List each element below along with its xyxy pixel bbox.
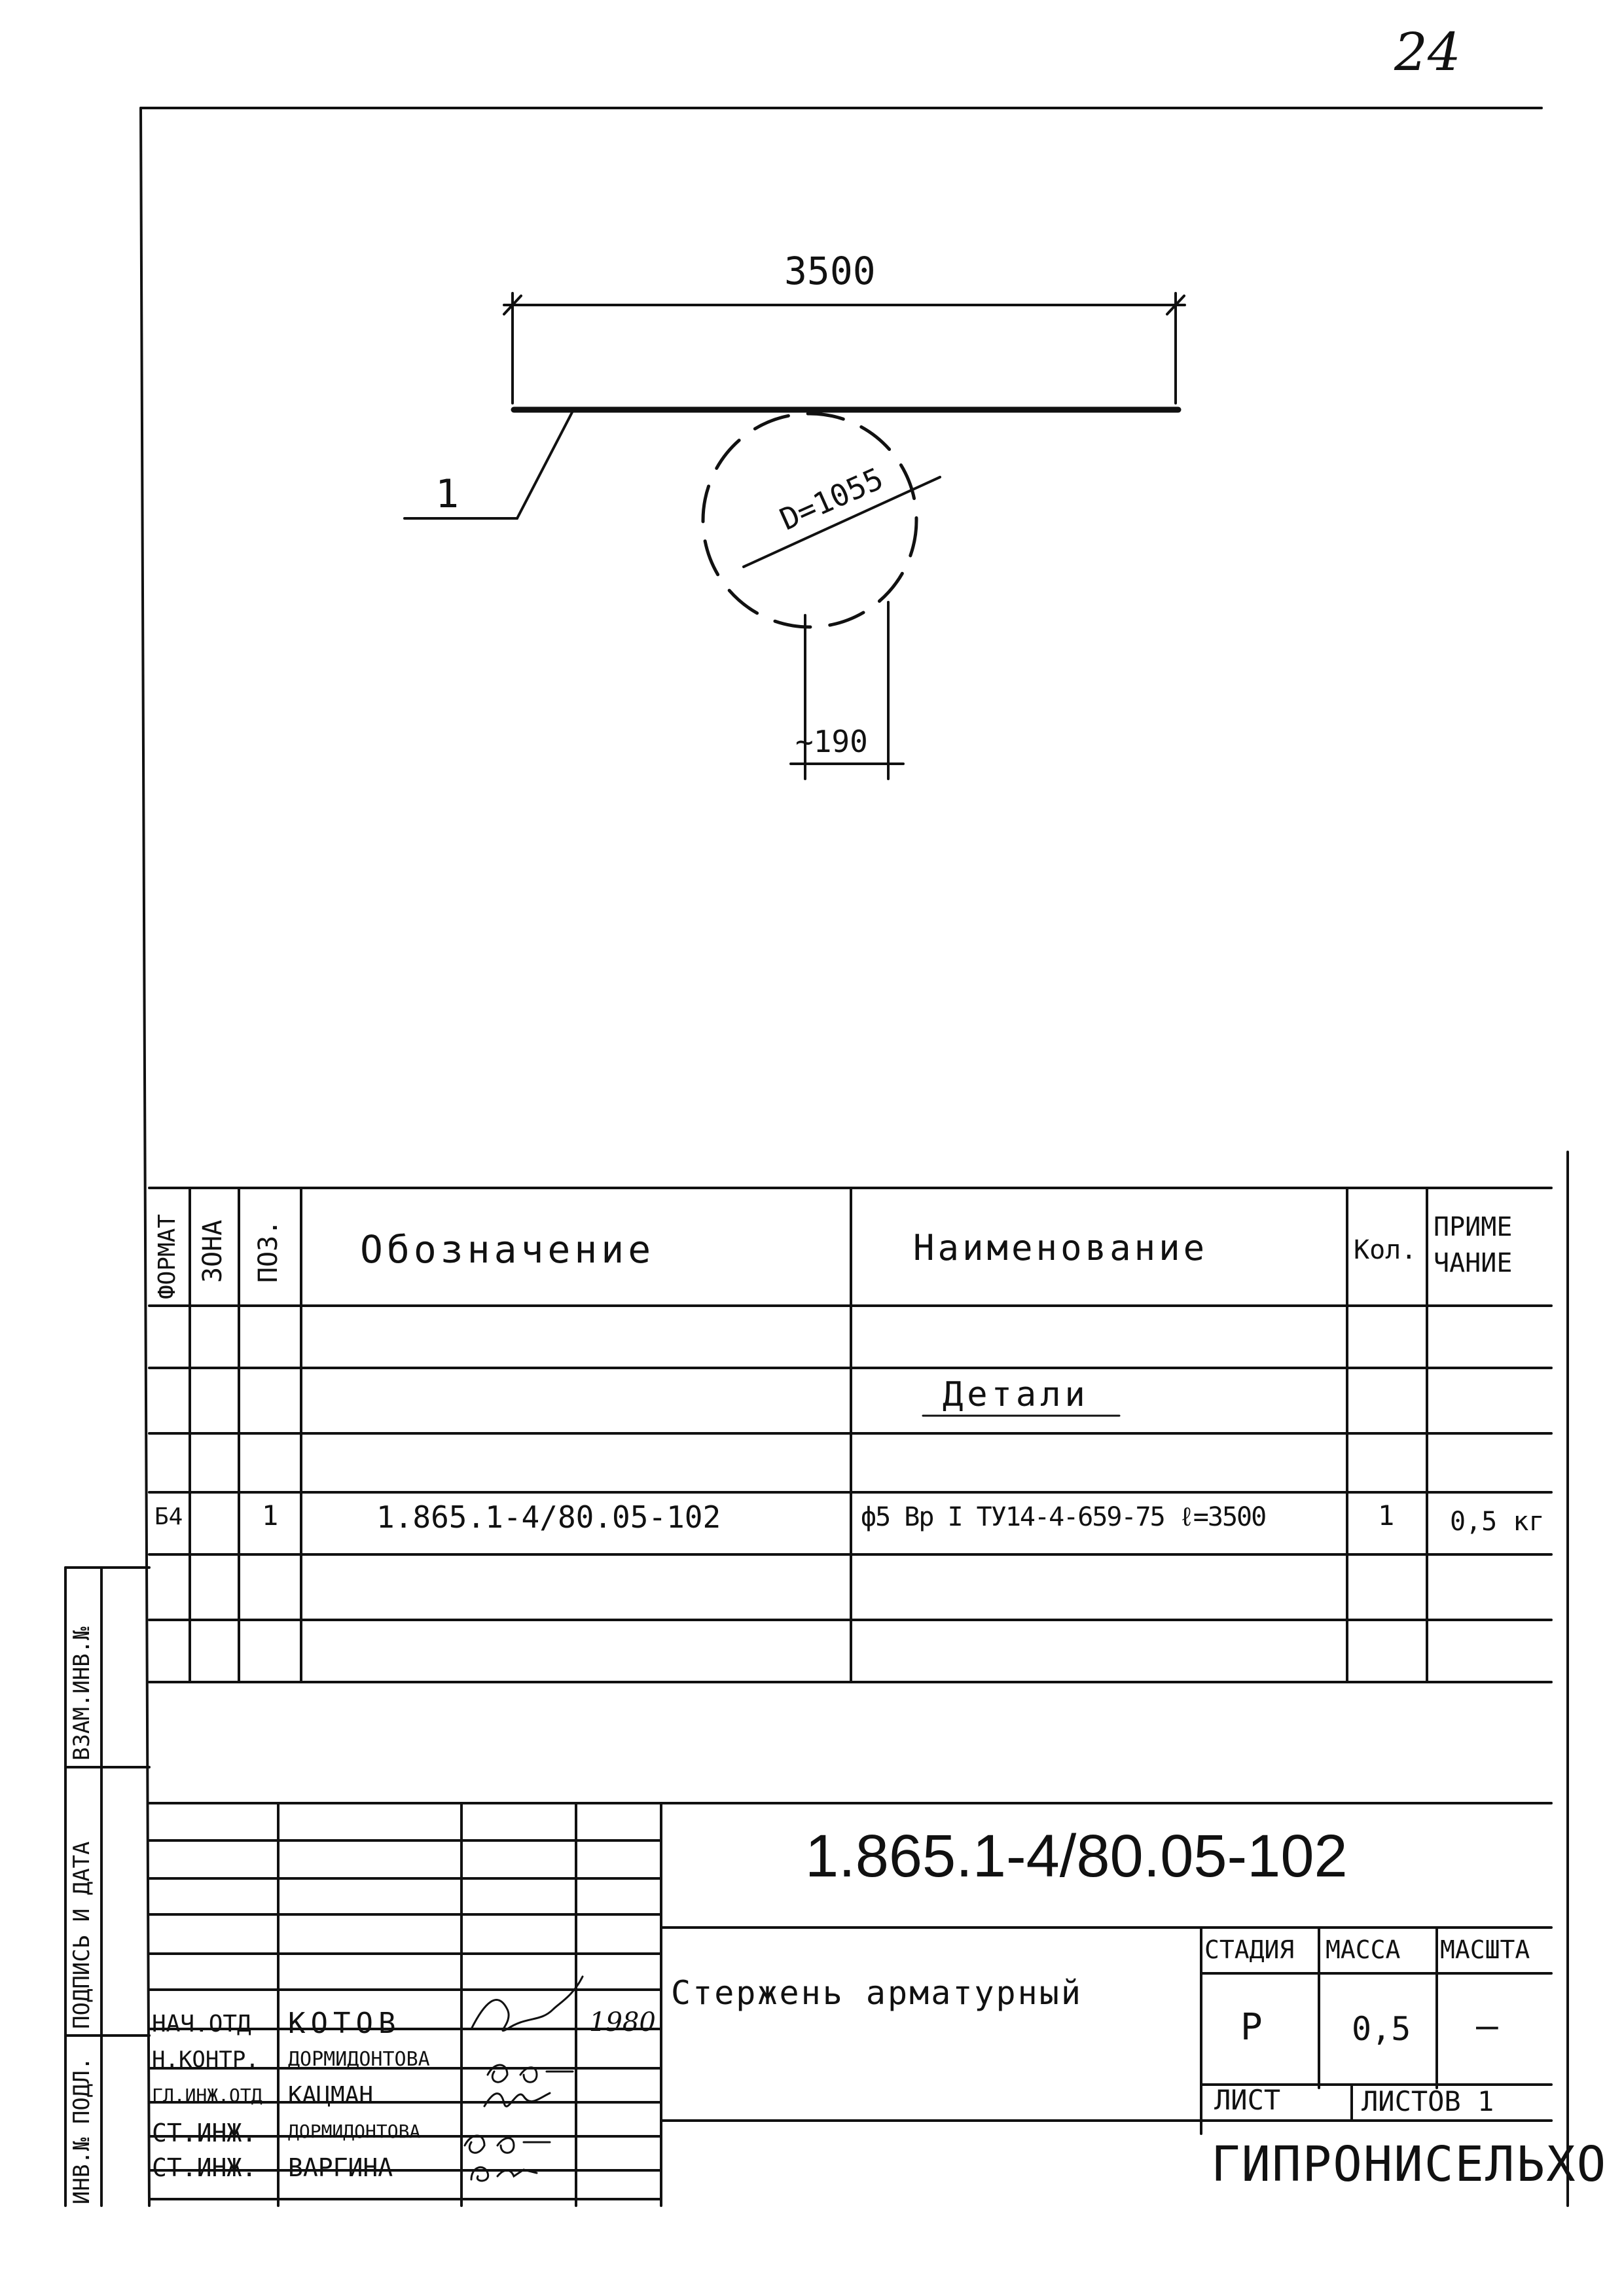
sig-role: НАЧ.ОТД	[152, 2011, 251, 2037]
section-title: Детали	[943, 1375, 1089, 1414]
header-pos: ПОЗ.	[253, 1219, 283, 1283]
side-label-sign-date: ПОДПИСЬ И ДАТА	[69, 1841, 95, 2029]
sig-role: СТ.ИНЖ.	[152, 2119, 257, 2147]
stage-value: Р	[1240, 2006, 1263, 2049]
header-note-line1: ПРИМЕ	[1434, 1212, 1513, 1242]
signature-dormidontova-1	[486, 2064, 574, 2083]
signature-katsman	[483, 2092, 551, 2108]
sig-role: СТ.ИНЖ.	[152, 2153, 257, 2182]
sheet-label: ЛИСТ	[1214, 2084, 1281, 2116]
sig-name: ВАРГИНА	[288, 2153, 393, 2182]
mass-label: МАССА	[1326, 1935, 1401, 1964]
sig-name: ДОРМИДОНТОВА	[288, 2121, 421, 2142]
gap-dimension: ~190	[795, 724, 868, 759]
header-designation: Обозначение	[360, 1227, 655, 1272]
side-label-inv-orig: ИНВ.№ ПОДЛ.	[69, 2056, 95, 2204]
leader-diagonal	[516, 411, 573, 520]
sig-role: ГЛ.ИНЖ.ОТД	[152, 2085, 262, 2106]
organization-name: ГИПРОНИСЕЛЬХО	[1211, 2136, 1608, 2193]
row-designation: 1.865.1-4/80.05-102	[376, 1499, 721, 1535]
header-note-line2: ЧАНИЕ	[1434, 1248, 1513, 1278]
header-name: Наименование	[913, 1227, 1208, 1268]
header-zone: ЗОНА	[198, 1219, 228, 1283]
sig-name: КОТОВ	[288, 2007, 401, 2040]
dim-tick-right	[1166, 295, 1185, 315]
document-code: 1.865.1-4/80.05-102	[805, 1823, 1348, 1890]
sheets-label: ЛИСТОВ 1	[1362, 2085, 1494, 2117]
row-note: 0,5 кг	[1450, 1507, 1545, 1537]
dim-tick-left	[503, 295, 522, 315]
stage-label: СТАДИЯ	[1204, 1935, 1295, 1964]
row-name: ф5 Вр I ТУ14-4-659-75 ℓ=3500	[861, 1502, 1267, 1532]
signature-vargina	[470, 2166, 538, 2182]
diameter-line	[742, 476, 941, 568]
scale-label: МАСШТА	[1440, 1935, 1530, 1964]
signature-kotov	[470, 1975, 584, 2032]
row-qty: 1	[1378, 1499, 1395, 1532]
sig-name: ДОРМИДОНТОВА	[288, 2048, 430, 2071]
scale-value: —	[1476, 2005, 1498, 2047]
sig-date: 1980	[589, 2007, 656, 2037]
header-qty: Кол.	[1354, 1235, 1417, 1265]
sig-role: Н.КОНТР.	[152, 2047, 259, 2073]
frame-left-line	[139, 107, 151, 2207]
signature-dormidontova-2	[463, 2134, 551, 2154]
sig-name: КАЦМАН	[288, 2082, 374, 2109]
sheet-number: 24	[1394, 22, 1461, 82]
header-format: ФОРМАТ	[154, 1213, 181, 1299]
position-marker: 1	[435, 471, 460, 517]
side-label-replace-inv: ВЗАМ.ИНВ.№	[69, 1626, 95, 1761]
row-pos: 1	[262, 1499, 279, 1532]
mass-value: 0,5	[1352, 2010, 1411, 2048]
bend-circle	[701, 412, 918, 629]
row-format: Б4	[154, 1503, 183, 1530]
length-dimension: 3500	[784, 249, 876, 293]
document-title: Стержень арматурный	[671, 1974, 1083, 2012]
